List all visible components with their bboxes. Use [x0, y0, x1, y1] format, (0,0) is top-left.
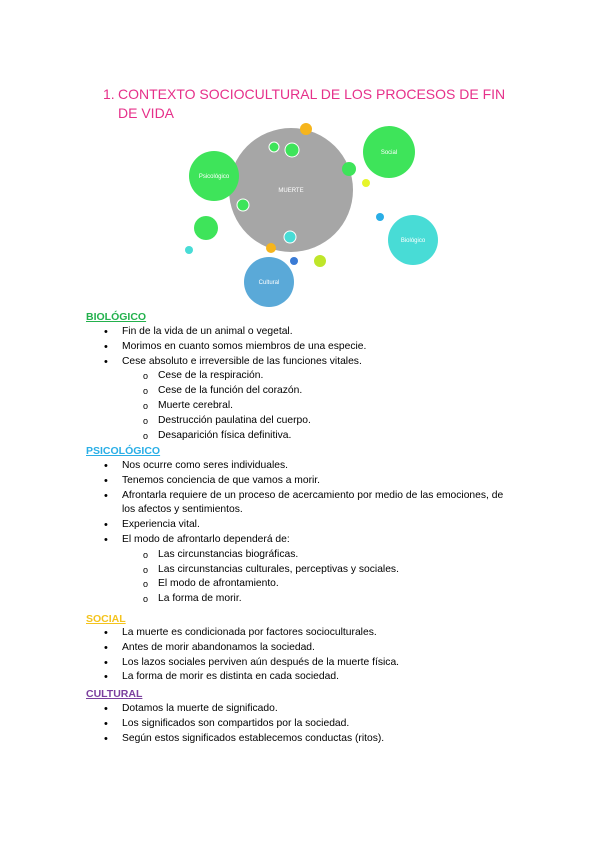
list-item: Según estos significados establecemos co…	[0, 732, 517, 747]
list-item: Desaparición física definitiva.	[0, 429, 517, 444]
small-bubble	[284, 142, 300, 158]
small-bubble	[314, 255, 326, 267]
list-item: Nos ocurre como seres individuales.	[0, 459, 517, 474]
list-item: Cese de la respiración.	[0, 369, 517, 384]
list-item: La muerte es condicionada por factores s…	[0, 626, 517, 641]
section-heading-social: SOCIAL	[86, 613, 126, 625]
small-bubble	[185, 246, 193, 254]
list-social: La muerte es condicionada por factores s…	[0, 626, 517, 685]
small-bubble	[194, 216, 218, 240]
small-bubble	[268, 141, 280, 153]
list-item: Cese absoluto e irreversible de las func…	[0, 355, 517, 370]
section-heading-psicologico: PSICOLÓGICO	[86, 445, 161, 457]
small-bubble	[236, 198, 250, 212]
center-circle	[229, 128, 353, 252]
list-cultural: Dotamos la muerte de significado. Los si…	[0, 702, 517, 746]
title-number: 1.	[103, 86, 115, 102]
small-bubble	[362, 179, 370, 187]
page-title: 1. CONTEXTO SOCIOCULTURAL DE LOS PROCESO…	[103, 85, 523, 123]
psicologico-circle	[189, 151, 239, 201]
small-bubble	[300, 123, 312, 135]
small-bubble	[290, 257, 298, 265]
list-item: Los lazos sociales perviven aún después …	[0, 656, 517, 671]
biologico-label: Biológico	[401, 238, 426, 244]
list-item: Tenemos conciencia de que vamos a morir.	[0, 474, 517, 489]
list-item: La forma de morir es distinta en cada so…	[0, 670, 517, 685]
bubble-diagram: MUERTE Psicológico Social Biológico Cult…	[185, 123, 438, 307]
list-item: Destrucción paulatina del cuerpo.	[0, 414, 517, 429]
social-circle	[363, 126, 415, 178]
list-item: El modo de afrontarlo dependerá de:	[0, 533, 517, 548]
list-item: Fin de la vida de un animal o vegetal.	[0, 325, 517, 340]
cultural-label: Cultural	[259, 280, 280, 286]
social-label: Social	[381, 150, 397, 156]
biologico-circle	[388, 215, 438, 265]
list-item: El modo de afrontamiento.	[0, 577, 517, 592]
list-psicologico: Nos ocurre como seres individuales. Tene…	[0, 459, 517, 607]
small-bubble	[376, 213, 384, 221]
small-bubble	[266, 243, 276, 253]
list-item: La forma de morir.	[0, 592, 517, 607]
cultural-circle	[244, 257, 294, 307]
center-label: MUERTE	[278, 188, 303, 194]
list-item: Las circunstancias biográficas.	[0, 548, 517, 563]
list-item: Antes de morir abandonamos la sociedad.	[0, 641, 517, 656]
list-item: Cese de la función del corazón.	[0, 384, 517, 399]
section-heading-biologico: BIOLÓGICO	[86, 311, 147, 323]
small-bubble	[283, 230, 297, 244]
list-item: Muerte cerebral.	[0, 399, 517, 414]
title-text: CONTEXTO SOCIOCULTURAL DE LOS PROCESOS D…	[118, 86, 506, 121]
section-heading-cultural: CULTURAL	[86, 688, 143, 700]
list-item: Los significados son compartidos por la …	[0, 717, 517, 732]
psicologico-label: Psicológico	[199, 174, 230, 180]
list-item: Morimos en cuanto somos miembros de una …	[0, 340, 517, 355]
list-item: Dotamos la muerte de significado.	[0, 702, 517, 717]
small-bubble	[342, 162, 356, 176]
list-item: Afrontarla requiere de un proceso de ace…	[0, 489, 517, 519]
list-item: Las circunstancias culturales, perceptiv…	[0, 563, 517, 578]
list-item: Experiencia vital.	[0, 518, 517, 533]
list-biologico: Fin de la vida de un animal o vegetal. M…	[0, 325, 517, 443]
